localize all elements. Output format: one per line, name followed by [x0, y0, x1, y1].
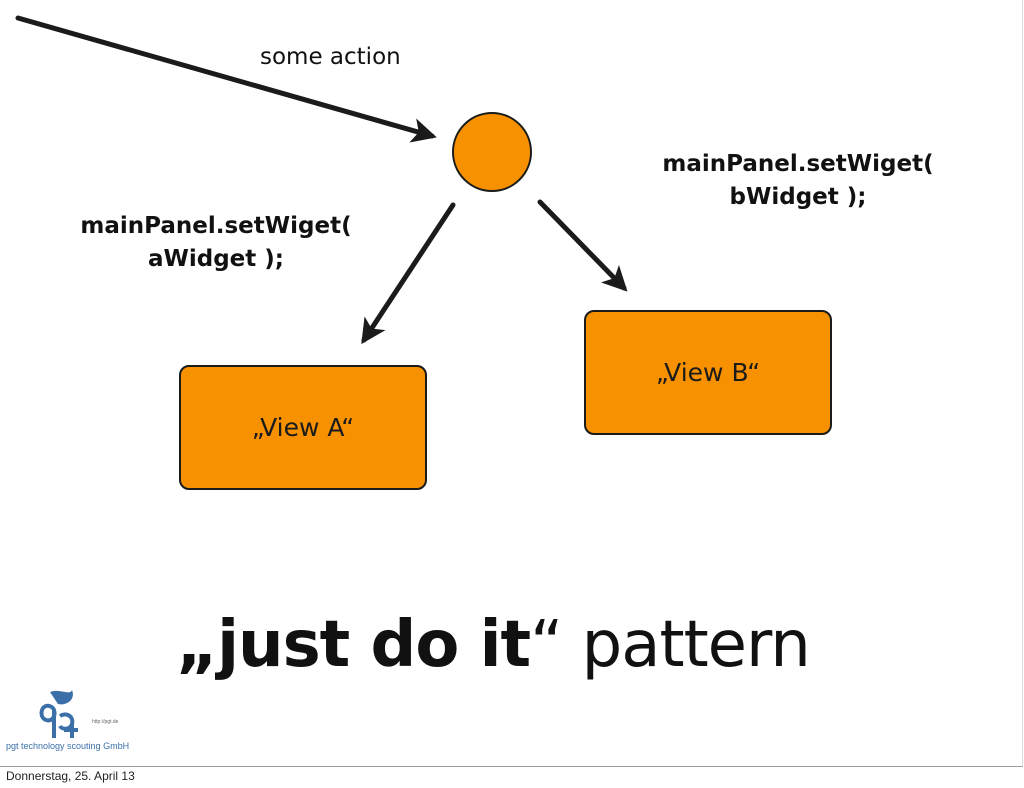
slide: some action mainPanel.setWiget( bWidget …	[0, 0, 1023, 767]
action-arrow	[15, 15, 437, 143]
code-b-line1: mainPanel.setWiget(	[662, 151, 934, 177]
arrows-layer	[15, 15, 628, 345]
logo-url: http://pgt.de	[92, 719, 119, 725]
code-b-line2: bWidget );	[729, 184, 867, 210]
arrow-to-view-a	[361, 202, 456, 345]
arrow-to-view-b	[537, 199, 628, 292]
title-close-quote: “	[530, 608, 563, 682]
code-label-a: mainPanel.setWiget( aWidget );	[46, 210, 386, 276]
action-label: some action	[260, 44, 401, 70]
code-a-line2: aWidget );	[147, 246, 284, 272]
view-b-label: „View B“	[655, 358, 761, 387]
view-b-box: „View B“	[584, 310, 832, 435]
pgt-logo-icon	[39, 690, 78, 738]
title-rest: pattern	[562, 608, 811, 682]
state-node	[452, 112, 532, 192]
slide-title: „just do it“ pattern	[176, 608, 811, 682]
title-open-quote: „	[176, 608, 218, 682]
code-a-line1: mainPanel.setWiget(	[80, 213, 352, 239]
view-a-label: „View A“	[251, 413, 355, 442]
code-label-b: mainPanel.setWiget( bWidget );	[628, 148, 968, 214]
company-logo: http://pgt.de pgt technology scouting Gm…	[6, 686, 138, 762]
logo-text: pgt technology scouting GmbH	[6, 741, 130, 751]
footer-date: Donnerstag, 25. April 13	[6, 769, 135, 783]
view-a-box: „View A“	[179, 365, 427, 490]
title-bold: just do it	[217, 608, 531, 682]
